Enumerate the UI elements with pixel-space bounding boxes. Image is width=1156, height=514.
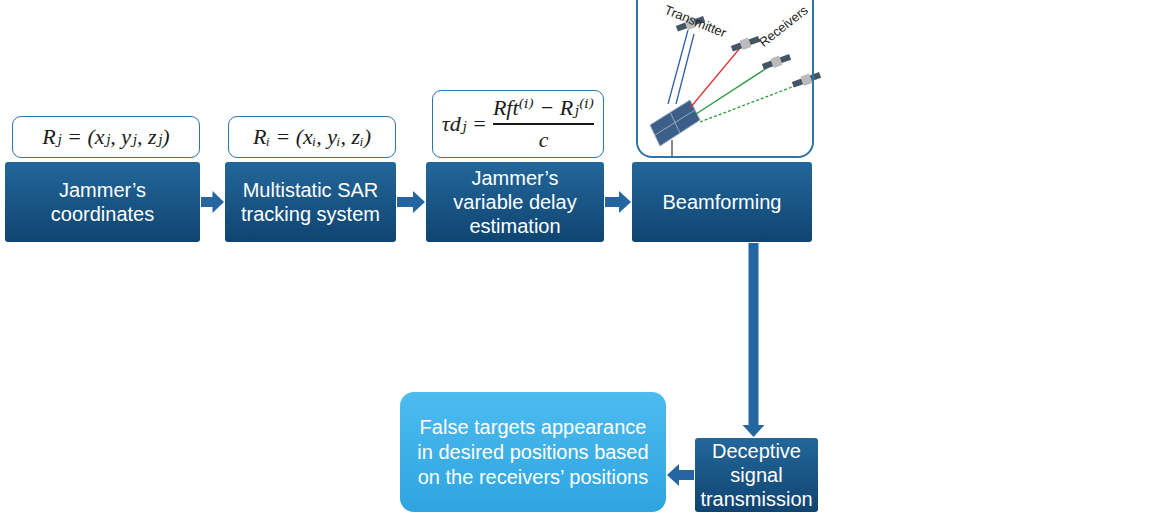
box-label: Rᵢ = (xᵢ, yᵢ, zᵢ)	[253, 124, 371, 150]
fraction-bar	[493, 123, 594, 125]
formula-box: Rⱼ = (xⱼ, yⱼ, zⱼ)	[12, 116, 200, 158]
illustration-box: Transmitter Receivers	[636, 0, 814, 158]
formula-box: Rᵢ = (xᵢ, yᵢ, zᵢ)	[228, 116, 396, 158]
flow-arrow	[743, 243, 765, 437]
box-label: Jammer’s coordinates	[13, 178, 192, 226]
process-box: Jammer’s variable delay estimation	[426, 162, 604, 242]
satellite-label: Transmitter	[662, 2, 728, 40]
flow-arrow	[605, 191, 631, 213]
fraction: Rft⁽ⁱ⁾ − Rⱼ⁽ⁱ⁾ c	[493, 95, 594, 153]
box-label: Rⱼ = (xⱼ, yⱼ, zⱼ)	[42, 124, 169, 150]
signal-waves	[668, 30, 800, 122]
solar-panel	[650, 100, 700, 156]
box-label: Jammer’s variable delay estimation	[434, 166, 596, 238]
process-box: Multistatic SAR tracking system	[225, 162, 396, 242]
formula-text: τdⱼ =	[442, 111, 487, 137]
flow-arrow	[397, 191, 425, 213]
result-box: False targets appearance in desired posi…	[400, 392, 666, 512]
process-box: Deceptive signal transmission	[695, 438, 818, 512]
formula-text: Rft⁽ⁱ⁾ − Rⱼ⁽ⁱ⁾	[493, 95, 594, 121]
box-label: Multistatic SAR tracking system	[233, 178, 388, 226]
box-label: Deceptive signal transmission	[700, 439, 812, 511]
process-box: Beamforming	[632, 162, 812, 242]
process-box: Jammer’s coordinates	[5, 162, 200, 242]
box-label: False targets appearance in desired posi…	[412, 415, 654, 490]
box-label: Beamforming	[663, 190, 782, 214]
formula-text: c	[539, 127, 549, 153]
flow-arrow	[201, 191, 224, 213]
formula-box: τdⱼ =Rft⁽ⁱ⁾ − Rⱼ⁽ⁱ⁾ c	[432, 90, 604, 158]
satellite-label: Receivers	[756, 2, 811, 49]
flow-arrow	[667, 464, 694, 486]
